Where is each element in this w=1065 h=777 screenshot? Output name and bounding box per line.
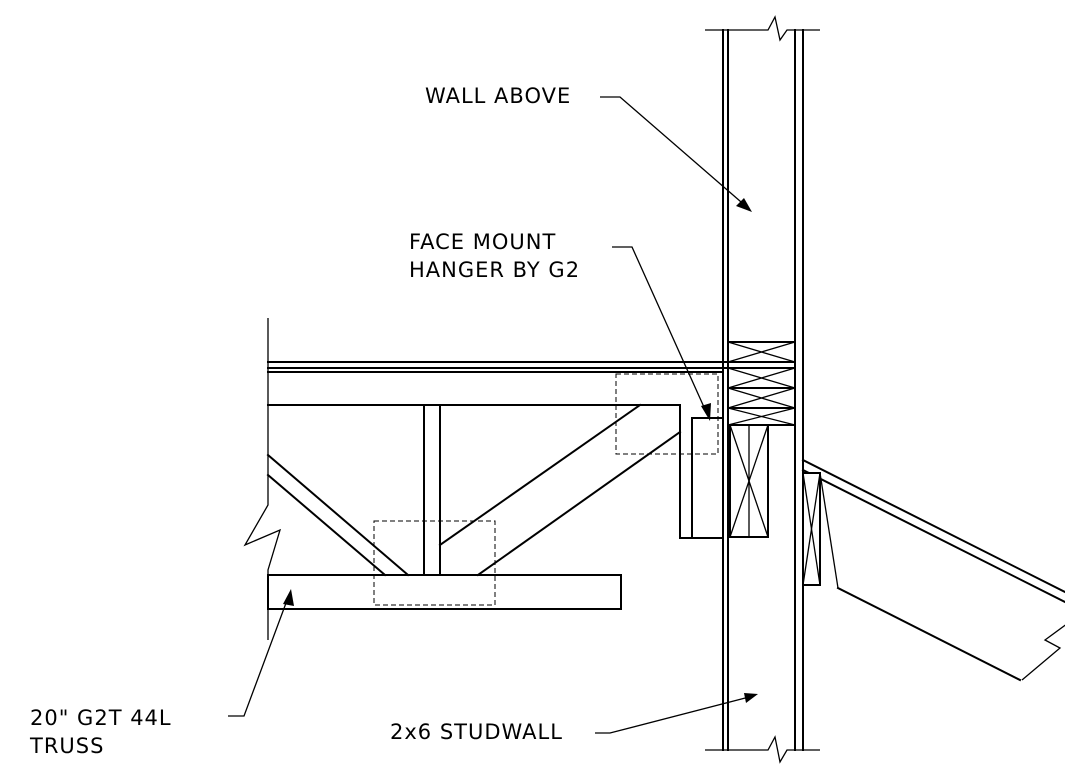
truss-top-chord bbox=[267, 371, 724, 406]
leader-hanger bbox=[612, 246, 709, 417]
label-hanger-line2: HANGER BY G2 bbox=[409, 258, 580, 282]
truss-vertical-web bbox=[423, 404, 441, 576]
leader-studwall bbox=[595, 695, 754, 734]
wall-studs bbox=[729, 424, 769, 538]
bottom-break-line bbox=[705, 735, 820, 764]
label-wall-above: WALL ABOVE bbox=[425, 84, 571, 108]
gusset-plate-bottom bbox=[373, 520, 496, 606]
gusset-plate-top bbox=[615, 373, 719, 455]
label-hanger-line1: FACE MOUNT bbox=[409, 230, 556, 254]
truss-right-diagonal bbox=[438, 403, 682, 577]
truss-bottom-chord bbox=[267, 574, 622, 610]
label-truss-line1: 20" G2T 44L bbox=[30, 706, 172, 730]
truss-end bbox=[679, 404, 724, 539]
face-mount-hanger bbox=[691, 417, 724, 539]
floor-sheathing bbox=[267, 361, 729, 369]
label-truss-line2: TRUSS bbox=[29, 734, 104, 758]
truss-left-diagonal bbox=[266, 453, 410, 577]
wall-plates bbox=[727, 341, 796, 426]
leader-truss bbox=[228, 594, 290, 717]
leader-wall-above bbox=[600, 96, 749, 209]
top-break-line bbox=[705, 15, 820, 42]
roof-rafter bbox=[801, 458, 1065, 682]
label-studwall: 2x6 STUDWALL bbox=[390, 720, 563, 744]
